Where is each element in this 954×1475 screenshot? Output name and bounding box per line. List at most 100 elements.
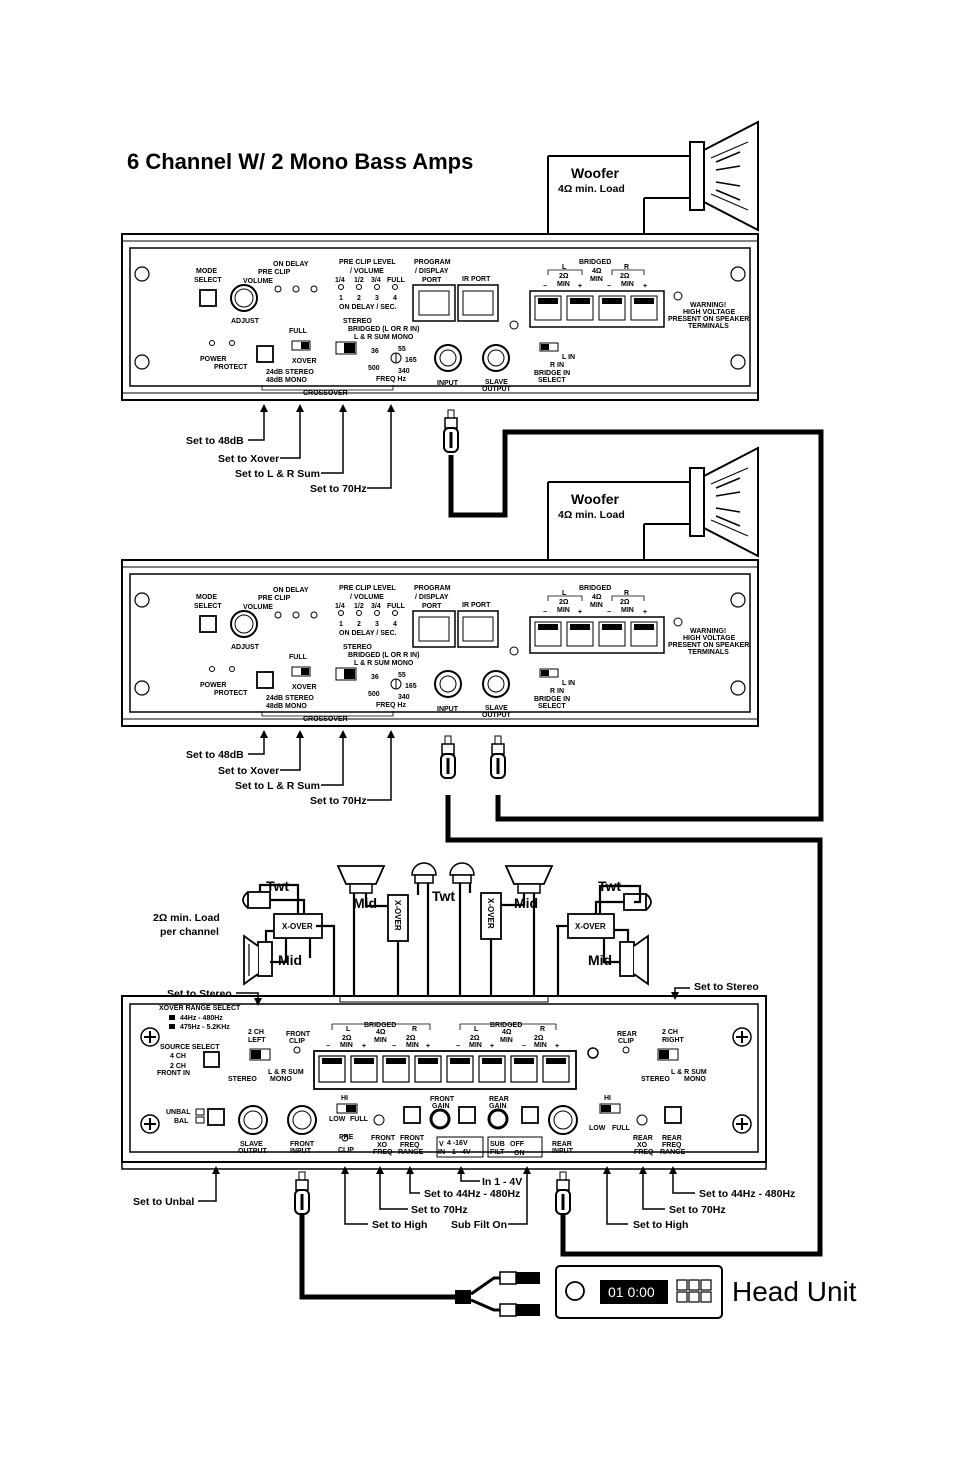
svg-text:FREQ: FREQ bbox=[634, 1149, 654, 1156]
svg-text:L: L bbox=[562, 264, 567, 271]
svg-text:MONO: MONO bbox=[684, 1076, 706, 1083]
svg-text:+: + bbox=[643, 283, 647, 290]
svg-text:MIN: MIN bbox=[340, 1042, 353, 1049]
svg-text:MODE: MODE bbox=[196, 594, 217, 601]
svg-text:FREQ: FREQ bbox=[662, 1142, 682, 1149]
svg-text:MIN: MIN bbox=[557, 607, 570, 614]
svg-text:4Ω: 4Ω bbox=[502, 1029, 512, 1036]
svg-text:2Ω: 2Ω bbox=[470, 1035, 480, 1042]
svg-text:REAR: REAR bbox=[552, 1141, 572, 1148]
load-note-1: 2Ω min. Load bbox=[153, 912, 220, 924]
svg-text:L & R SUM: L & R SUM bbox=[671, 1069, 707, 1076]
svg-text:TERMINALS: TERMINALS bbox=[688, 649, 729, 656]
signal-cables bbox=[299, 429, 824, 1300]
svg-text:STEREO: STEREO bbox=[228, 1076, 257, 1083]
svg-text:SUB: SUB bbox=[490, 1141, 505, 1148]
svg-text:−: − bbox=[392, 1043, 396, 1050]
mid-left-label: Mid bbox=[278, 952, 302, 968]
note-sub-filt-on: Sub Filt On bbox=[451, 1219, 507, 1231]
svg-text:ON DELAY / SEC.: ON DELAY / SEC. bbox=[339, 630, 397, 637]
svg-text:REAR: REAR bbox=[617, 1031, 637, 1038]
svg-text:XOVER RANGE SELECT: XOVER RANGE SELECT bbox=[159, 1005, 241, 1012]
svg-text:+: + bbox=[578, 609, 582, 616]
svg-text:R: R bbox=[624, 264, 629, 271]
svg-text:2Ω: 2Ω bbox=[620, 599, 630, 606]
svg-text:/ VOLUME: / VOLUME bbox=[350, 268, 384, 275]
six-channel-amp: XOVER RANGE SELECT 44Hz - 480Hz 475Hz - … bbox=[121, 981, 795, 1231]
svg-text:CROSSOVER: CROSSOVER bbox=[303, 716, 348, 723]
svg-text:SELECT: SELECT bbox=[538, 703, 566, 710]
svg-text:ON: ON bbox=[514, 1150, 525, 1157]
svg-text:CLIP: CLIP bbox=[618, 1038, 634, 1045]
svg-text:PRE CLIP: PRE CLIP bbox=[258, 269, 291, 276]
svg-text:MONO: MONO bbox=[270, 1076, 292, 1083]
svg-text:/ DISPLAY: / DISPLAY bbox=[415, 594, 449, 601]
svg-text:R IN: R IN bbox=[550, 688, 564, 695]
svg-text:PROGRAM: PROGRAM bbox=[414, 259, 451, 266]
woofer-speaker-2 bbox=[545, 447, 759, 569]
svg-text:BRIDGED: BRIDGED bbox=[579, 259, 611, 266]
svg-text:HIGH VOLTAGE: HIGH VOLTAGE bbox=[683, 635, 736, 642]
svg-text:BAL: BAL bbox=[174, 1118, 189, 1125]
svg-text:165: 165 bbox=[405, 683, 417, 690]
svg-text:PORT: PORT bbox=[422, 277, 442, 284]
svg-text:+: + bbox=[426, 1043, 430, 1050]
svg-text:SELECT: SELECT bbox=[194, 603, 222, 610]
svg-text:2Ω: 2Ω bbox=[342, 1035, 352, 1042]
svg-text:R: R bbox=[540, 1026, 545, 1033]
svg-text:3/4: 3/4 bbox=[371, 603, 381, 610]
woofer-label-1: Woofer bbox=[571, 165, 620, 181]
svg-text:/ VOLUME: / VOLUME bbox=[350, 594, 384, 601]
amp1-note-70hz: Set to 70Hz bbox=[310, 483, 367, 495]
svg-text:PRE: PRE bbox=[339, 1134, 354, 1141]
note-high-left: Set to High bbox=[372, 1219, 427, 1231]
svg-text:ON DELAY / SEC.: ON DELAY / SEC. bbox=[339, 304, 397, 311]
svg-text:R: R bbox=[412, 1026, 417, 1033]
svg-text:IR PORT: IR PORT bbox=[462, 276, 491, 283]
svg-text:BRIDGE IN: BRIDGE IN bbox=[534, 370, 570, 377]
svg-text:L & R SUM MONO: L & R SUM MONO bbox=[354, 660, 414, 667]
tweeter-center-left-icon bbox=[411, 862, 437, 876]
svg-text:−: − bbox=[456, 1043, 460, 1050]
svg-text:500: 500 bbox=[368, 365, 380, 372]
note-range-right: Set to 44Hz - 480Hz bbox=[699, 1188, 795, 1200]
svg-text:RANGE: RANGE bbox=[398, 1149, 424, 1156]
svg-text:1/2: 1/2 bbox=[354, 277, 364, 284]
svg-text:SLAVE: SLAVE bbox=[485, 379, 508, 386]
svg-text:CLIP: CLIP bbox=[289, 1038, 305, 1045]
svg-text:340: 340 bbox=[398, 694, 410, 701]
svg-text:ADJUST: ADJUST bbox=[231, 644, 260, 651]
svg-text:55: 55 bbox=[398, 672, 406, 679]
svg-text:FREQ: FREQ bbox=[373, 1149, 393, 1156]
svg-text:TERMINALS: TERMINALS bbox=[688, 323, 729, 330]
svg-text:4Ω: 4Ω bbox=[592, 594, 602, 601]
svg-text:POWER: POWER bbox=[200, 356, 226, 363]
mid-right-label: Mid bbox=[588, 952, 612, 968]
svg-text:V: V bbox=[439, 1141, 444, 1148]
svg-text:+: + bbox=[490, 1043, 494, 1050]
tweeter-center-right-icon bbox=[449, 862, 475, 876]
svg-text:L: L bbox=[562, 590, 567, 597]
svg-text:SLAVE: SLAVE bbox=[485, 705, 508, 712]
svg-text:−: − bbox=[522, 1043, 526, 1050]
svg-text:MIN: MIN bbox=[500, 1037, 513, 1044]
svg-text:24dB STEREO: 24dB STEREO bbox=[266, 695, 314, 702]
svg-text:FRONT IN: FRONT IN bbox=[157, 1070, 190, 1077]
svg-text:STEREO: STEREO bbox=[641, 1076, 670, 1083]
svg-text:CLIP: CLIP bbox=[338, 1147, 354, 1154]
amp2-note-70hz: Set to 70Hz bbox=[310, 795, 367, 807]
svg-text:FRONT: FRONT bbox=[400, 1135, 425, 1142]
svg-text:2Ω: 2Ω bbox=[534, 1035, 544, 1042]
svg-text:FULL: FULL bbox=[289, 328, 308, 335]
svg-text:IR PORT: IR PORT bbox=[462, 602, 491, 609]
note-stereo-left: Set to Stereo bbox=[167, 988, 232, 1000]
svg-text:MIN: MIN bbox=[590, 276, 603, 283]
twt-left-label: Twt bbox=[266, 878, 289, 894]
svg-text:FRONT: FRONT bbox=[371, 1135, 396, 1142]
svg-text:2: 2 bbox=[357, 295, 361, 302]
svg-text:MIN: MIN bbox=[469, 1042, 482, 1049]
svg-text:PROTECT: PROTECT bbox=[214, 364, 248, 371]
svg-text:LOW: LOW bbox=[589, 1125, 606, 1132]
svg-text:WARNING!: WARNING! bbox=[690, 302, 726, 309]
